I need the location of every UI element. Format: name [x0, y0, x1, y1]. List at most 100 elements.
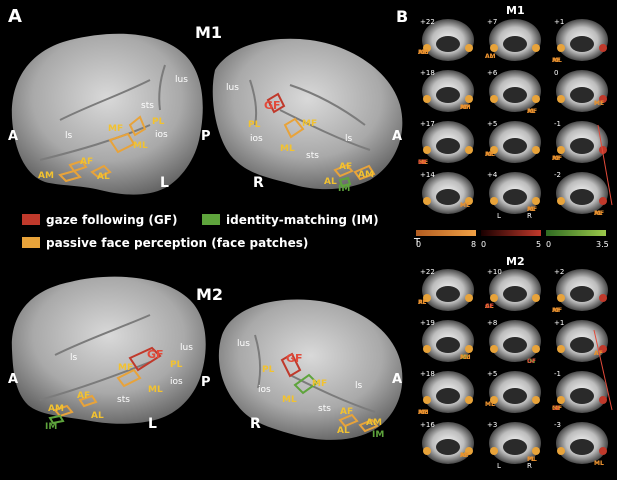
m2-right-patch-ml: ML: [282, 395, 297, 405]
m2-right-patch-mf: MF: [312, 379, 327, 389]
m1-slice-activation-left-9: [423, 197, 431, 205]
m1-slice-core-11: [570, 189, 594, 205]
m1-lr-marker-1: R: [527, 212, 532, 220]
m2-slice-core-0: [436, 286, 460, 302]
scale-orange-max: 8: [471, 240, 476, 249]
m2-slice-label-8: AF: [552, 307, 561, 314]
m1-left-patch-af: AF: [80, 157, 93, 167]
m1-right-side: R: [253, 175, 264, 191]
m1-slice-activation-left-7: [490, 146, 498, 154]
m1-slice-label-18: ML: [485, 151, 495, 158]
legend-face-swatch: [22, 237, 40, 248]
m2-slice-label-26: MF: [418, 409, 428, 416]
m1-slice-number-2: +1: [554, 18, 564, 26]
m2-slice-activation-right-6: [465, 396, 473, 404]
m2-slice-core-4: [503, 337, 527, 353]
m1-slice-activation-left-2: [557, 44, 565, 52]
m2-slice-core-5: [570, 337, 594, 353]
m1-slice-number-8: -1: [554, 120, 561, 128]
legend-im-label: identity-matching (IM): [226, 213, 379, 227]
m1-slice-label-9: MF: [594, 100, 604, 107]
m2-lr-marker-1: R: [527, 462, 532, 470]
m2-slice-number-5: +1: [554, 319, 564, 327]
m1-slice-activation-left-6: [423, 146, 431, 154]
m1-gf-arrow: [597, 124, 613, 206]
m1-slice-number-5: 0: [554, 69, 558, 77]
m1-slice-activation-left-0: [423, 44, 431, 52]
m1-slice-activation-right-1: [532, 44, 540, 52]
m1-left-sulcus-sts: sts: [141, 101, 154, 111]
m1-lr-marker-0: L: [497, 212, 501, 220]
m1-slice-label-13: MF: [460, 104, 470, 111]
m1-slice-core-0: [436, 36, 460, 52]
m1-right-patch-im: IM: [338, 184, 350, 194]
m2-slice-label-7: ML: [527, 456, 537, 463]
m2-slice-core-2: [570, 286, 594, 302]
m1-left-patch-ml: ML: [133, 141, 148, 151]
m2-slice-activation-right-0: [465, 294, 473, 302]
m1-slice-label-16: AL: [485, 53, 494, 60]
m2-slice-label-6: ML: [485, 401, 495, 408]
m1-slice-label-7: AL: [527, 206, 536, 213]
m2-slice-label-0: AF: [418, 299, 427, 306]
m1-slice-activation-right-8: [599, 146, 607, 154]
m2-slice-number-6: +18: [420, 370, 435, 378]
m2-left-patch-pl: PL: [170, 360, 183, 370]
m1-right-sulcus-ios: ios: [250, 134, 263, 144]
m1-left-patch-pl: PL: [152, 117, 165, 127]
m2-slice-number-0: +22: [420, 268, 435, 276]
m1-slice-label-5: MF: [527, 108, 537, 115]
m2-slice-core-1: [503, 286, 527, 302]
m1-slice-activation-left-3: [423, 95, 431, 103]
m2-slice-core-9: [436, 439, 460, 455]
m1-slice-activation-left-11: [557, 197, 565, 205]
m2-slice-number-8: -1: [554, 370, 561, 378]
legend-gf-label: gaze following (GF): [46, 213, 177, 227]
m2-slice-activation-left-6: [423, 396, 431, 404]
m2-slice-activation-left-7: [490, 396, 498, 404]
m1-slice-label-23: MF: [594, 210, 604, 217]
scale-red-bar: [481, 230, 541, 236]
m1-slice-number-1: +7: [487, 18, 497, 26]
m1-slice-activation-right-11: [599, 197, 607, 205]
m1-slice-label-14: MF: [418, 159, 428, 166]
m2-left-patch-gf: GF: [147, 348, 164, 361]
m1-slice-label-3: ML: [460, 202, 470, 209]
m2-slice-number-9: +16: [420, 421, 435, 429]
scale-green-min: 0: [546, 240, 551, 249]
m1-slice-label-17: AL: [527, 108, 536, 115]
m2-slice-number-7: +5: [487, 370, 497, 378]
m2-slice-label-17: GF: [527, 358, 536, 365]
m1-slice-label-12: ML: [418, 49, 428, 56]
m1-slice-label-10: AF: [552, 155, 561, 162]
m2-right-patch-al: AL: [337, 426, 350, 436]
m2-right-anterior: A: [392, 372, 402, 387]
m2-slice-activation-left-2: [557, 294, 565, 302]
m2-title: M2: [196, 285, 223, 304]
m1-slice-number-0: +22: [420, 18, 435, 26]
m2-lr-marker-0: L: [497, 462, 501, 470]
m1-slice-label-19: MF: [527, 206, 537, 213]
m1-slice-activation-right-2: [599, 44, 607, 52]
m2-slice-label-27: MF: [460, 452, 470, 459]
m1-slice-activation-left-10: [490, 197, 498, 205]
scale-green-bar: [546, 230, 606, 236]
m2-left-hemisphere: [11, 276, 206, 425]
m2-slice-activation-left-8: [557, 396, 565, 404]
m2-slice-number-3: +19: [420, 319, 435, 327]
m1-slice-label-20: AF: [552, 57, 561, 64]
m1-slice-core-5: [570, 87, 594, 103]
m1-slice-core-4: [503, 87, 527, 103]
m1-left-sulcus-ios: ios: [155, 130, 168, 140]
m1-right-sulcus-sts: sts: [306, 151, 319, 161]
scale-red-max: 5: [536, 240, 541, 249]
m1-slice-number-11: -2: [554, 171, 561, 179]
m2-slice-core-6: [436, 388, 460, 404]
legend-im-swatch: [202, 214, 220, 225]
m2-slice-label-25: ML: [460, 354, 470, 361]
m1-slice-activation-right-0: [465, 44, 473, 52]
m2-right-patch-gf: GF: [286, 352, 303, 365]
m2-slice-activation-left-9: [423, 447, 431, 455]
m2-right-patch-am: AM: [366, 418, 382, 428]
